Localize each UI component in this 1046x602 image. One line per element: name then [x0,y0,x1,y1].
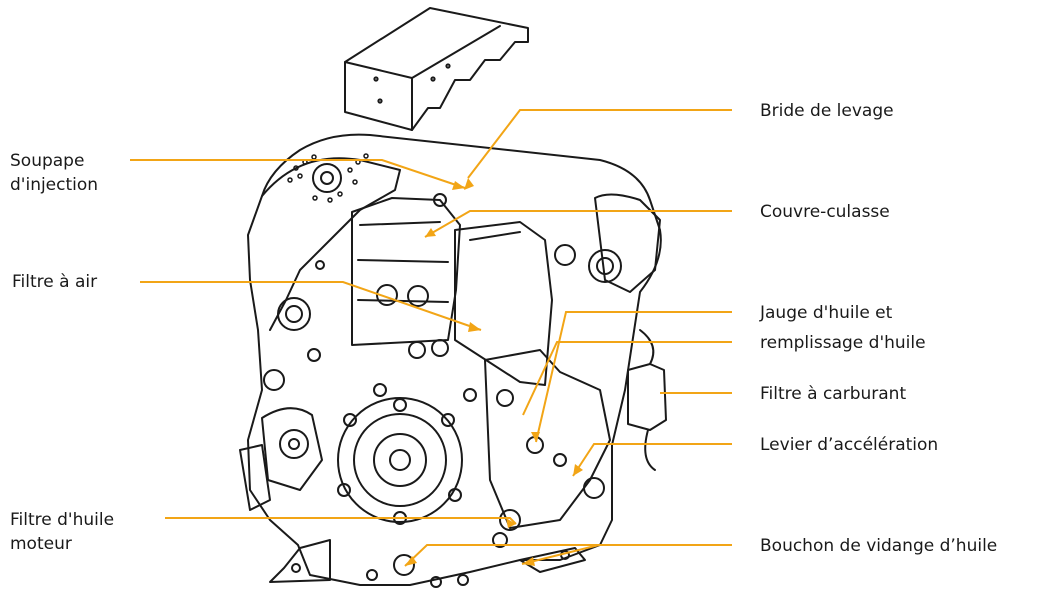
leader-lines [130,109,732,567]
engine-body [239,133,667,588]
label-levier-acceleration: Levier d’accélération [760,435,939,455]
label-bouchon-vidange: Bouchon de vidange d’huile [760,536,998,556]
leader-arrowheads [405,178,583,566]
label-soupape-injection: Soupape d'injection [10,151,99,195]
label-couvre-culasse: Couvre-culasse [760,202,890,222]
label-filtre-carburant: Filtre à carburant [760,384,907,404]
label-jauge-remplissage-huile: Jauge d'huile et remplissage d'huile [760,303,926,353]
label-filtre-air: Filtre à air [12,272,98,292]
top-cover-plate [344,7,529,131]
label-filtre-huile-moteur: Filtre d'huile moteur [10,510,115,554]
label-bride-levage: Bride de levage [760,101,894,121]
